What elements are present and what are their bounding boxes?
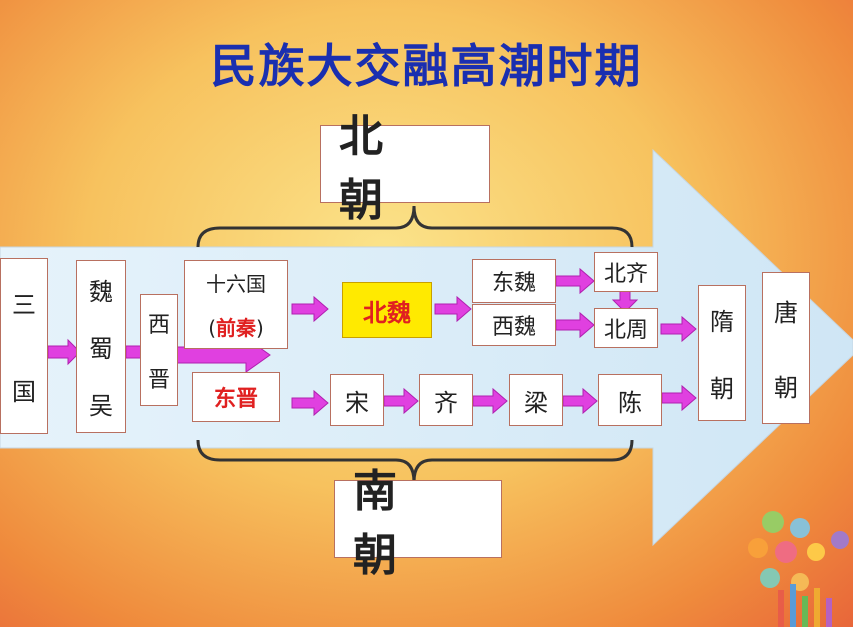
box-xiwei: 西魏 <box>472 304 556 346</box>
box-weishuwu-char-2: 蜀 <box>89 335 113 363</box>
arrow-xiwei-to-beizhou <box>555 311 595 339</box>
box-dongwei: 东魏 <box>472 259 556 303</box>
arrow-qianqin-to-beiwei <box>291 295 329 323</box>
north-dynasties-label: 北 朝 <box>320 111 490 226</box>
north-brace <box>196 205 634 248</box>
arrow-qi-to-liang <box>472 387 508 415</box>
box-beizhou: 北周 <box>594 308 658 348</box>
box-liang: 梁 <box>509 374 563 426</box>
box-xijin: 西 晋 <box>140 294 178 406</box>
box-tangchao-char-1: 唐 <box>774 299 798 327</box>
box-shiliuguo: 十六国 (前秦) <box>184 260 288 349</box>
arrow-beiwei-to-dongxiwei <box>434 295 472 323</box>
box-beiqi: 北齐 <box>594 252 658 292</box>
box-shiliuguo-label: 十六国 <box>206 272 266 297</box>
arrow-sanguo-to-weishuwu <box>47 338 81 366</box>
big-arrow-background <box>0 148 853 547</box>
box-tangchao: 唐 朝 <box>762 272 810 424</box>
box-dongjin: 东晋 <box>192 372 280 422</box>
box-xijin-char-1: 西 <box>147 312 170 338</box>
paren-close: ) <box>256 315 264 340</box>
box-weishuwu-char-3: 吴 <box>89 392 113 420</box>
box-sanguo-char-2: 国 <box>12 378 36 406</box>
arrow-song-to-qi <box>383 387 419 415</box>
box-xijin-char-2: 晋 <box>147 367 170 393</box>
box-sanguo: 三 国 <box>0 258 48 434</box>
box-qianqin-line: (前秦) <box>208 312 264 341</box>
arrow-chen-to-sui <box>661 384 697 412</box>
box-tangchao-char-2: 朝 <box>774 374 798 402</box>
box-suichao-char-1: 隋 <box>710 308 734 336</box>
box-qi: 齐 <box>419 374 473 426</box>
box-suichao: 隋 朝 <box>698 285 746 421</box>
south-dynasties-label: 南 朝 <box>334 466 502 581</box>
arrow-dongwei-to-beiqi <box>555 267 595 295</box>
paren-open: ( <box>208 315 216 340</box>
box-weishuwu-char-1: 魏 <box>89 278 113 306</box>
page-title: 民族大交融高潮时期 <box>210 39 643 93</box>
box-qianqin-label: 前秦 <box>216 315 256 340</box>
arrow-beizhou-to-sui <box>660 315 697 343</box>
box-weishuwu: 魏 蜀 吴 <box>76 260 126 433</box>
box-beiwei: 北魏 <box>342 282 432 338</box>
arrow-dongjin-to-song <box>291 389 329 417</box>
box-chen: 陈 <box>598 374 662 426</box>
box-song: 宋 <box>330 374 384 426</box>
box-sanguo-char-1: 三 <box>12 291 36 319</box>
arrow-liang-to-chen <box>562 387 598 415</box>
box-suichao-char-2: 朝 <box>710 375 734 403</box>
